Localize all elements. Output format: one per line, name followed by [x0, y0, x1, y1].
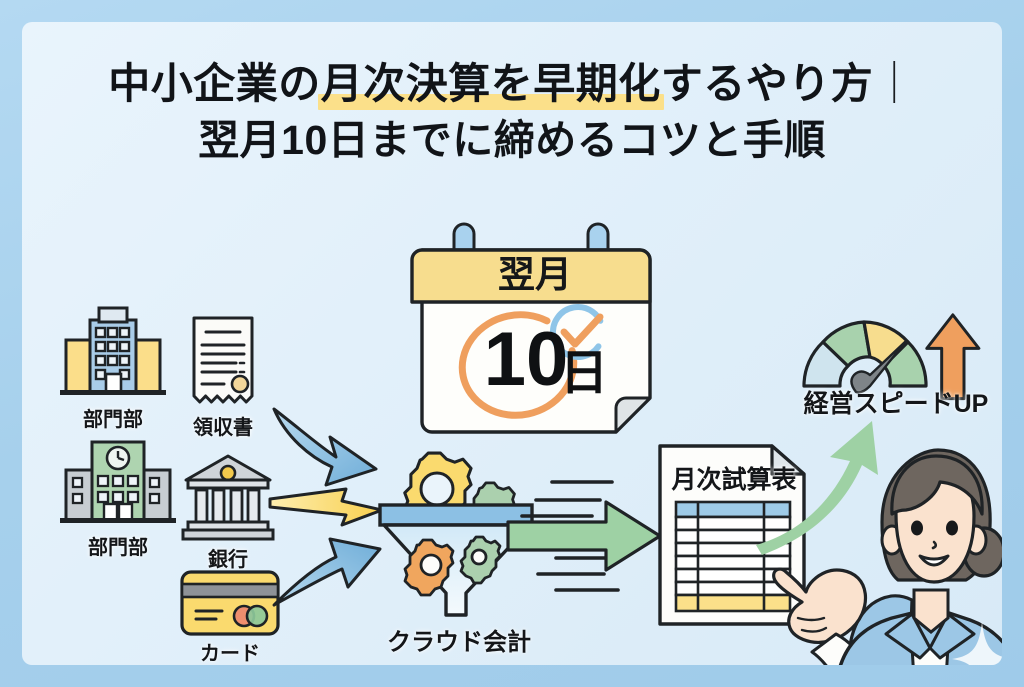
title-line-2: 翌月10日までに締めるコツと手順 — [198, 117, 826, 163]
document-icon — [658, 444, 806, 626]
person-illustration — [740, 422, 1002, 665]
source-building-2: 部門部 — [58, 426, 178, 558]
arrow-card-to-funnel — [272, 517, 392, 609]
calendar-header-label: 翌月 — [498, 254, 572, 295]
funnel-node: クラウド会計 — [374, 447, 544, 655]
source-label-building-1: 部門部 — [83, 409, 143, 431]
receipt-icon — [192, 316, 254, 404]
title-line-1: 中小企業の月次決算を早期化するやり方｜ — [22, 56, 1002, 112]
report-title: 月次試算表 — [671, 466, 797, 494]
credit-card-icon — [180, 570, 280, 636]
businesswoman-illustration — [772, 448, 1002, 665]
arrow-funnel-to-report — [506, 464, 674, 604]
source-label-bank: 銀行 — [208, 549, 248, 571]
page-title: 中小企業の月次決算を早期化するやり方｜ 翌月10日までに締めるコツと手順 — [22, 56, 1002, 168]
inner-panel: 中小企業の月次決算を早期化するやり方｜ 翌月10日までに締めるコツと手順 部門部 — [22, 22, 1002, 665]
outcome-gauge: 経営スピードUP — [796, 300, 996, 417]
outcome-label: 経営スピードUP — [803, 390, 989, 418]
calendar-card: 翌月 10 日 — [410, 222, 660, 444]
arrow-receipt-to-funnel — [270, 407, 390, 497]
arrow-report-to-gauge — [752, 417, 892, 557]
arrow-bank-to-funnel — [268, 485, 388, 535]
report-document: 月次試算表 — [654, 440, 814, 630]
up-arrow-icon — [925, 313, 981, 401]
source-card: カード — [178, 566, 282, 664]
office-building-clock-icon — [60, 440, 176, 523]
motion-lines — [520, 480, 622, 592]
source-receipt: 領収書 — [180, 312, 266, 438]
bank-icon — [181, 454, 275, 541]
source-building-1: 部門部 — [58, 298, 168, 430]
funnel-gears-icon — [378, 451, 534, 617]
speed-gauge-icon — [802, 313, 981, 401]
calendar-day-unit: 日 — [560, 347, 609, 400]
title-highlight: 月次決算を早期化 — [317, 56, 664, 112]
source-label-receipt: 領収書 — [193, 417, 253, 439]
title-post: するやり方 — [660, 60, 874, 107]
title-pre: 中小企業の — [108, 60, 321, 107]
sparkle-icon — [952, 622, 1002, 665]
source-label-card: カード — [200, 643, 260, 665]
office-building-icon — [60, 306, 166, 395]
calendar-day-number: 10 — [483, 317, 569, 402]
calendar-icon — [410, 222, 652, 434]
title-separator-bar: ｜ — [873, 60, 916, 107]
source-bank: 銀行 — [180, 450, 276, 570]
funnel-label: クラウド会計 — [387, 629, 531, 656]
source-label-building-2: 部門部 — [88, 537, 148, 559]
